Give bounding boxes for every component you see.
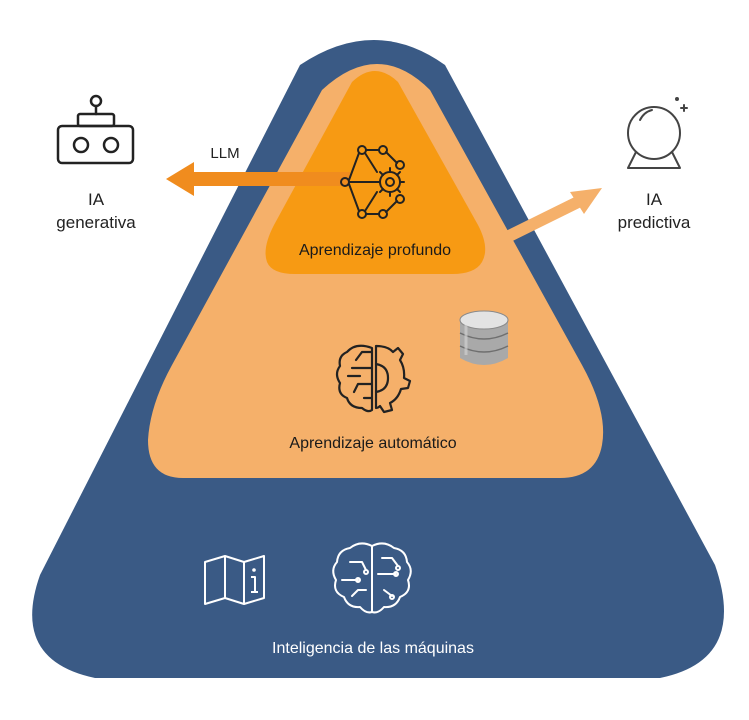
generative-ai-label-line2: generativa <box>56 213 136 232</box>
database-icon <box>459 310 509 365</box>
machine-learning-label: Aprendizaje automático <box>289 435 456 452</box>
neural-network-gear-icon <box>340 145 405 219</box>
circuit-brain-icon <box>332 542 412 614</box>
predictive-ai-label-line2: predictiva <box>618 213 691 232</box>
predictive-ai-label-line1: IA <box>646 190 663 209</box>
brain-gear-icon <box>335 344 412 414</box>
llm-label: LLM <box>210 145 239 162</box>
crystal-ball-icon <box>627 97 688 169</box>
robot-icon <box>56 94 135 165</box>
inner-shape-deep-learning <box>265 71 486 274</box>
info-book-icon <box>204 555 265 605</box>
predictive-arrow <box>502 188 602 244</box>
llm-arrow <box>166 162 350 196</box>
machine-intelligence-label: Inteligencia de las máquinas <box>272 640 474 657</box>
generative-ai-label-line1: IA <box>88 190 105 209</box>
deep-learning-label: Aprendizaje profundo <box>299 242 451 259</box>
